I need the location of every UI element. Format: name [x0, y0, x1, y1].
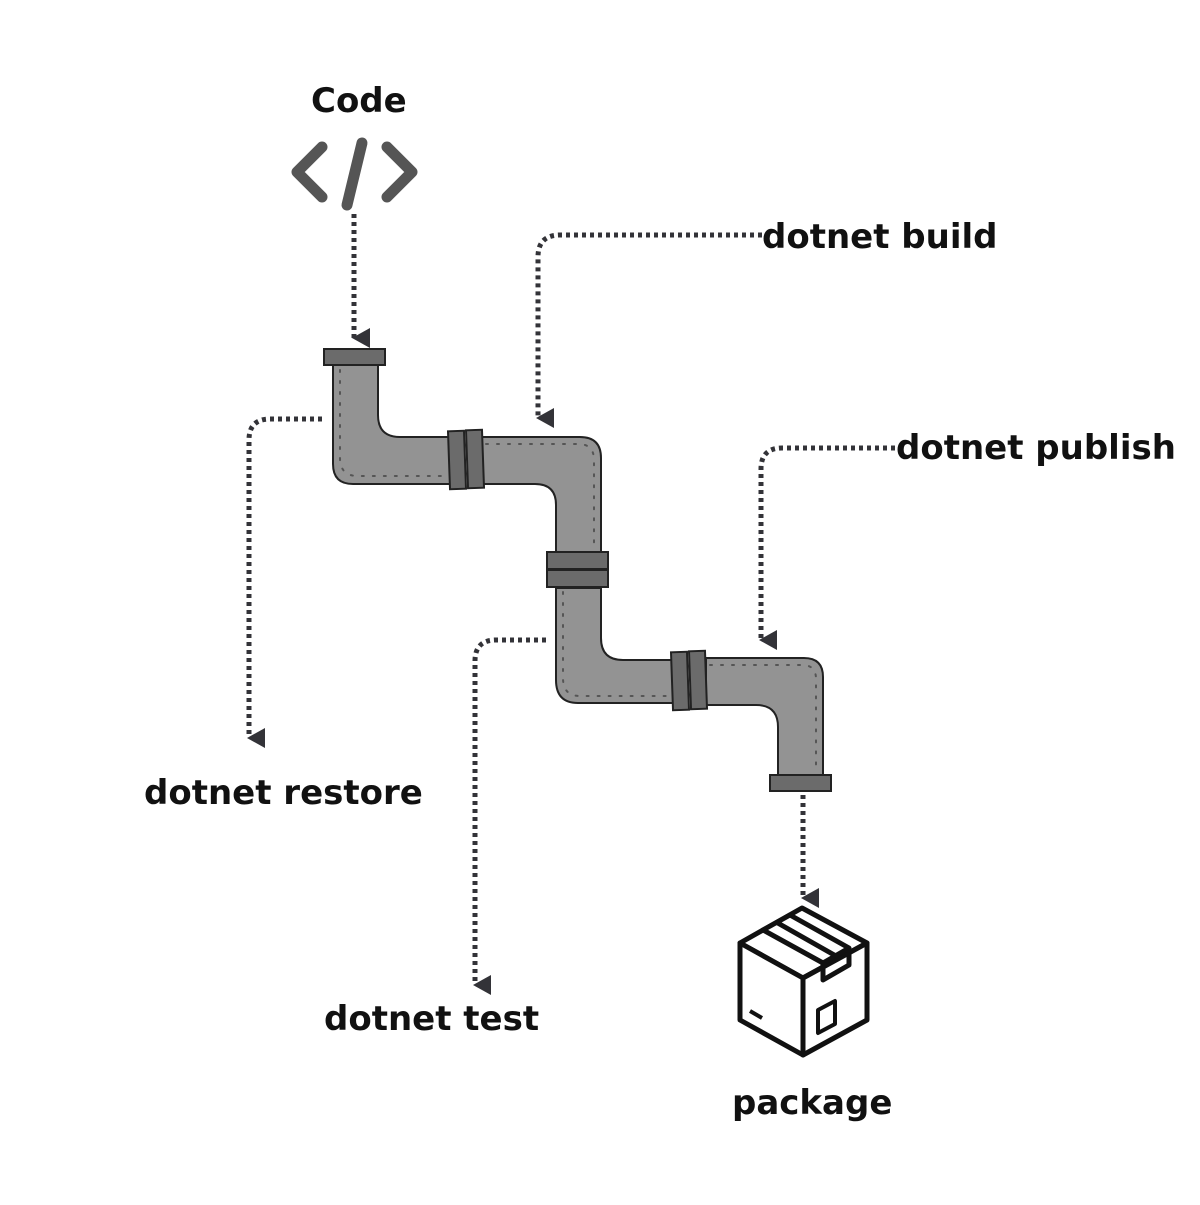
pipe-outlet-flange [769, 774, 832, 792]
pipe-segment-3 [555, 587, 675, 704]
dotnet-build-label: dotnet build [762, 217, 998, 257]
pipe-segment-4 [705, 657, 824, 777]
code-label: Code [311, 81, 407, 121]
code-brackets-icon [291, 137, 418, 211]
arrow-restore [246, 416, 322, 748]
pipe-inlet-flange [323, 348, 386, 366]
pipe-joint-flange [546, 551, 609, 570]
pipe-joint-flange [546, 569, 609, 588]
arrow-build [535, 232, 762, 428]
pipe-segment-2 [481, 436, 602, 556]
pipe-joint-flange [687, 649, 709, 711]
pipe-joint-flange [669, 650, 691, 712]
package-box-icon [737, 905, 870, 1058]
dotnet-test-label: dotnet test [324, 999, 540, 1039]
pipe-segment-1 [332, 363, 453, 485]
pipe-joint-flange [446, 429, 468, 491]
arrow-test [472, 637, 546, 995]
arrow-publish [758, 445, 895, 650]
package-label: package [732, 1083, 893, 1123]
dotnet-publish-label: dotnet publish [896, 428, 1176, 468]
pipeline-pipe [323, 348, 832, 792]
pipe-joint-flange [464, 428, 486, 490]
dotnet-restore-label: dotnet restore [144, 773, 423, 813]
